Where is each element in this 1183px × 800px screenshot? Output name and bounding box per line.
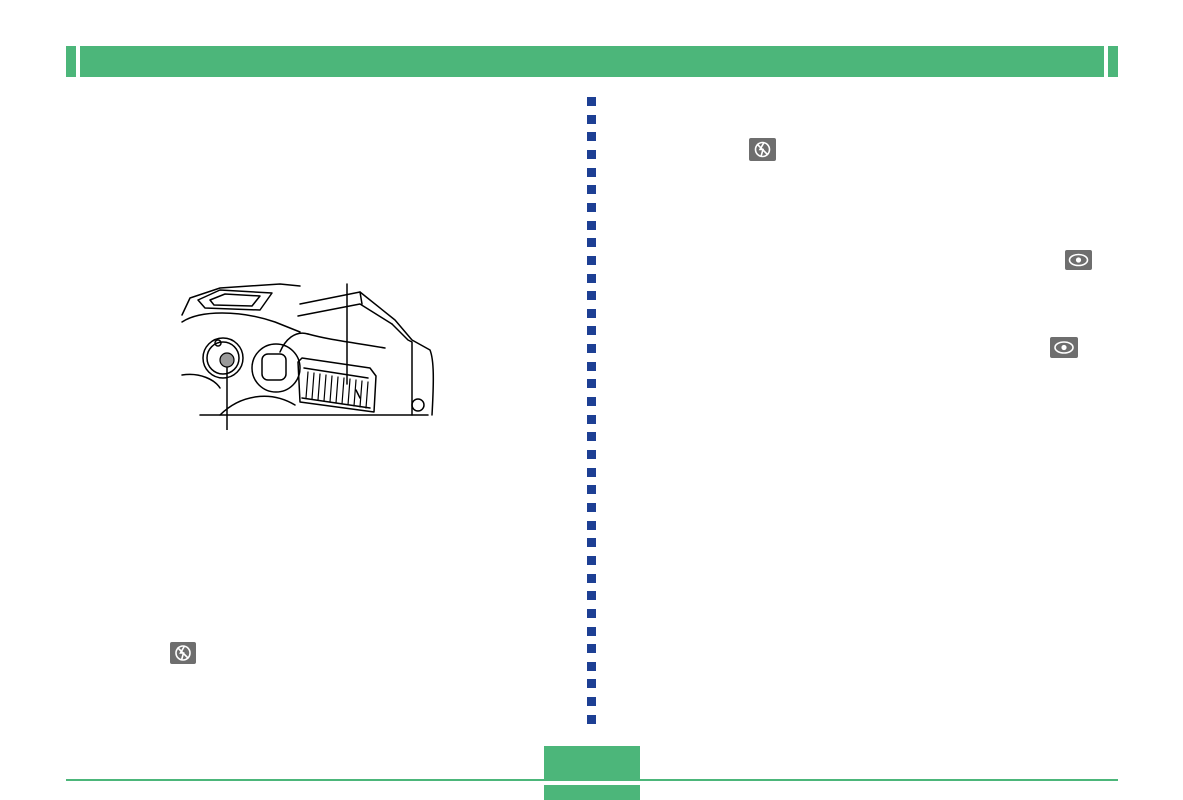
divider-dot: [587, 608, 596, 618]
divider-dot: [587, 538, 596, 548]
divider-dot: [587, 626, 596, 636]
divider-dot: [587, 591, 596, 601]
red-eye-icon: [1050, 337, 1078, 358]
header-gap-left: [76, 46, 80, 77]
divider-dot: [587, 467, 596, 477]
divider-dot: [587, 202, 596, 212]
divider-dot: [587, 679, 596, 689]
divider-dot: [587, 291, 596, 301]
divider-dot: [587, 308, 596, 318]
divider-dot: [587, 255, 596, 265]
divider-dot: [587, 379, 596, 389]
column-divider: [587, 97, 597, 737]
page-number-tab: [544, 746, 640, 781]
divider-dot: [587, 238, 596, 248]
camera-illustration: [180, 280, 440, 431]
red-eye-icon: [1065, 250, 1092, 270]
header-gap-right: [1104, 46, 1108, 77]
divider-dot: [587, 397, 596, 407]
divider-dot: [587, 432, 596, 442]
divider-dot: [587, 326, 596, 336]
divider-dot: [587, 485, 596, 495]
divider-dot: [587, 97, 596, 106]
divider-dot: [587, 555, 596, 565]
divider-dot: [587, 502, 596, 512]
divider-dot: [587, 114, 596, 124]
divider-dot: [587, 414, 596, 424]
divider-dot: [587, 661, 596, 671]
divider-dot: [587, 273, 596, 283]
divider-dot: [587, 520, 596, 530]
flash-off-icon: [170, 642, 196, 664]
divider-dot: [587, 450, 596, 459]
divider-dot: [587, 361, 596, 371]
divider-dot: [587, 644, 596, 654]
divider-dot: [587, 573, 596, 583]
divider-dot: [587, 220, 596, 230]
flash-off-icon: [749, 138, 776, 161]
page-tab-base: [544, 785, 640, 800]
footer-rule-right: [640, 779, 1118, 781]
header-band: [66, 46, 1118, 77]
footer-rule-left: [66, 779, 544, 781]
divider-dot: [587, 185, 596, 195]
divider-dot: [587, 714, 596, 724]
divider-dot: [587, 132, 596, 142]
divider-dot: [587, 167, 596, 177]
divider-dot: [587, 697, 596, 707]
divider-dot: [587, 149, 596, 159]
divider-dot: [587, 344, 596, 354]
